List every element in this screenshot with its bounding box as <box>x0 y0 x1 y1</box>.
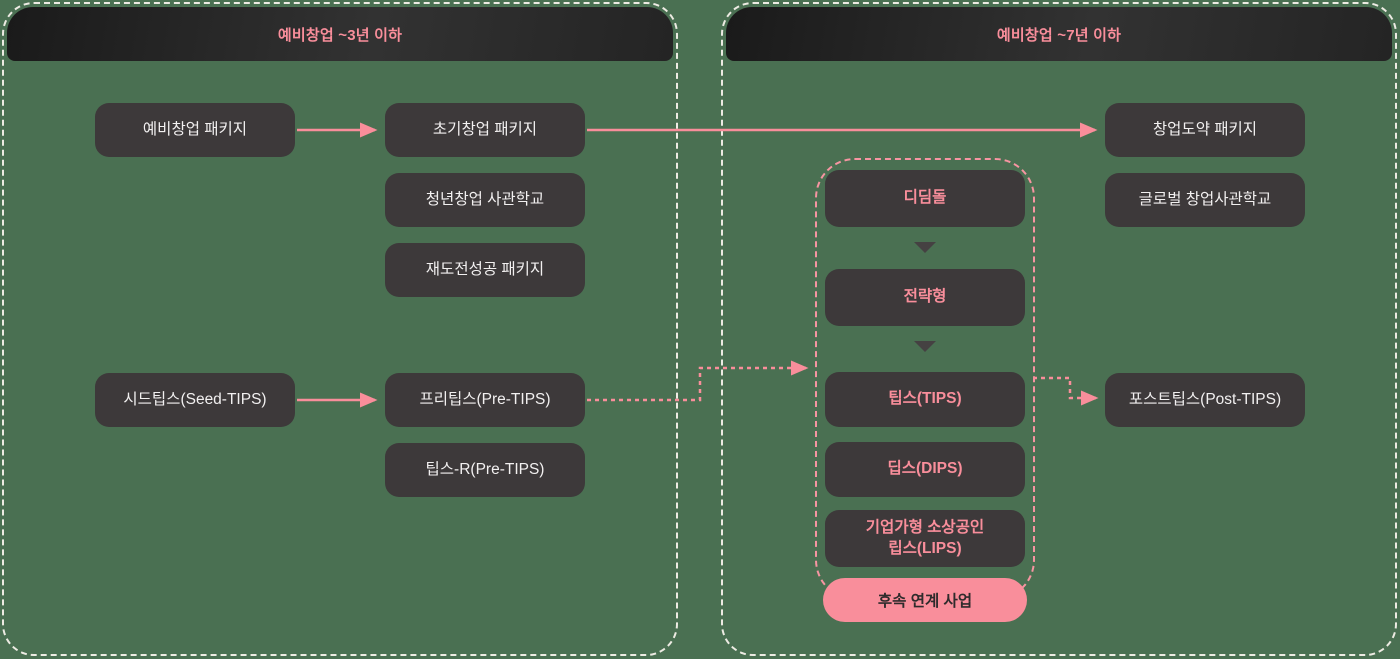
node-label: 글로벌 창업사관학교 <box>1138 190 1272 208</box>
followup-linked-program-pill: 후속 연계 사업 <box>823 578 1027 622</box>
pill-label: 후속 연계 사업 <box>877 593 973 610</box>
node-lips: 기업가형 소상공인 립스(LIPS) <box>825 510 1025 567</box>
node-startup-leap-package: 창업도약 패키지 <box>1105 103 1305 157</box>
node-label: 초기창업 패키지 <box>432 120 538 138</box>
node-early-startup-package: 초기창업 패키지 <box>385 103 585 157</box>
node-label: 디딤돌 <box>903 189 947 207</box>
panel-pre-startup-7yr: 예비창업 ~7년 이하 <box>721 2 1397 656</box>
node-didimdol: 디딤돌 <box>825 170 1025 227</box>
panel-left-title: 예비창업 ~3년 이하 <box>277 26 403 44</box>
node-pre-tips: 프리팁스(Pre-TIPS) <box>385 373 585 427</box>
node-seed-tips: 시드팁스(Seed-TIPS) <box>95 373 295 427</box>
node-post-tips: 포스트팁스(Post-TIPS) <box>1105 373 1305 427</box>
node-label: 기업가형 소상공인 립스(LIPS) <box>865 518 985 557</box>
node-tips-r: 팁스-R(Pre-TIPS) <box>385 443 585 497</box>
down-arrow-icon <box>914 341 936 352</box>
panel-right-title: 예비창업 ~7년 이하 <box>996 26 1122 44</box>
node-youth-startup-academy: 청년창업 사관학교 <box>385 173 585 227</box>
node-label: 시드팁스(Seed-TIPS) <box>123 390 267 408</box>
node-label: 창업도약 패키지 <box>1152 120 1258 138</box>
panel-left-header: 예비창업 ~3년 이하 <box>7 7 673 61</box>
node-label: 전략형 <box>903 288 947 306</box>
panel-pre-startup-3yr: 예비창업 ~3년 이하 <box>2 2 678 656</box>
node-label: 재도전성공 패키지 <box>425 260 545 278</box>
node-pre-startup-package: 예비창업 패키지 <box>95 103 295 157</box>
node-label: 청년창업 사관학교 <box>425 190 545 208</box>
node-strategic: 전략형 <box>825 269 1025 326</box>
node-label: 딥스(DIPS) <box>887 460 963 478</box>
node-global-startup-academy: 글로벌 창업사관학교 <box>1105 173 1305 227</box>
down-arrow-icon <box>914 242 936 253</box>
node-dips: 딥스(DIPS) <box>825 442 1025 497</box>
node-tips: 팁스(TIPS) <box>825 372 1025 427</box>
node-label: 팁스(TIPS) <box>888 390 962 408</box>
panel-right-header: 예비창업 ~7년 이하 <box>726 7 1392 61</box>
node-label: 포스트팁스(Post-TIPS) <box>1128 390 1282 408</box>
node-restart-success-package: 재도전성공 패키지 <box>385 243 585 297</box>
node-label: 프리팁스(Pre-TIPS) <box>419 390 551 408</box>
node-label: 팁스-R(Pre-TIPS) <box>425 460 545 478</box>
node-label: 예비창업 패키지 <box>142 120 248 138</box>
